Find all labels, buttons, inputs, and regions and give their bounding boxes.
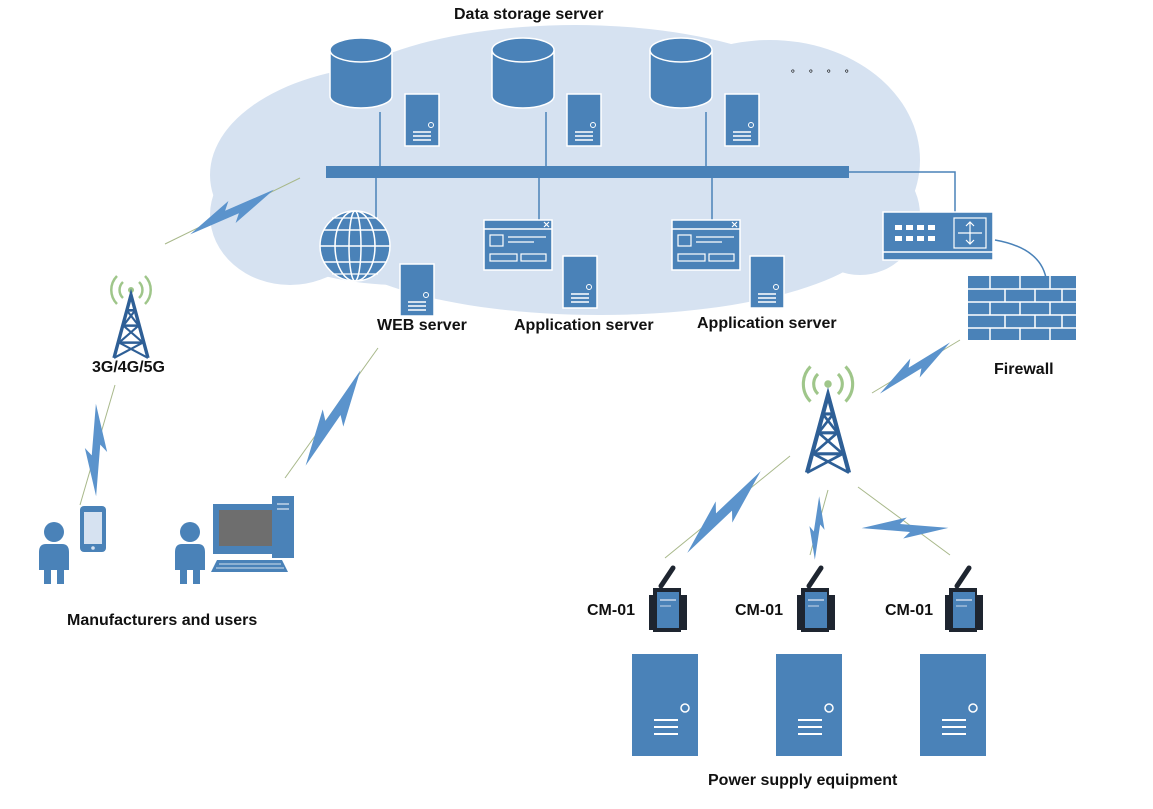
firewall-label: Firewall xyxy=(994,361,1054,378)
cm01-modem-icon xyxy=(797,568,835,632)
users-label: Manufacturers and users xyxy=(67,612,258,629)
ellipsis-label: ˚ ˚ ˚ ˚ xyxy=(791,68,855,83)
wireless-bolt-icon xyxy=(68,403,124,497)
server-tower-icon xyxy=(749,255,785,309)
server-tower-icon xyxy=(404,93,440,147)
server-tower-icon xyxy=(562,255,598,309)
cm01-modem-icon xyxy=(649,568,687,632)
server-tower-icon xyxy=(399,263,435,317)
server-tower-icon xyxy=(724,93,760,147)
cell-tower-icon xyxy=(807,395,849,473)
firewall-icon xyxy=(968,276,1076,340)
application-window-icon xyxy=(483,219,553,271)
desktop-computer-icon xyxy=(211,496,294,572)
cell-tower-icon xyxy=(112,293,150,360)
power-cabinet-icon xyxy=(631,653,699,757)
application-server-label: Application server xyxy=(697,315,837,332)
power-cabinet-icon xyxy=(775,653,843,757)
globe-icon xyxy=(319,210,391,282)
data-storage-label: Data storage server xyxy=(454,6,604,23)
application-window-icon xyxy=(671,219,741,271)
person-icon xyxy=(175,522,205,584)
web-server-label: WEB server xyxy=(377,317,467,334)
database-icon xyxy=(329,37,393,109)
cm01-modem-icon xyxy=(945,568,983,632)
wireless-bolt-icon xyxy=(796,496,838,560)
application-server-label: Application server xyxy=(514,317,654,334)
network-switch-icon xyxy=(882,211,994,261)
power-supply-label: Power supply equipment xyxy=(708,772,898,789)
smartphone-icon xyxy=(80,506,106,552)
network-bus xyxy=(326,112,1047,279)
database-icon xyxy=(649,37,713,109)
server-tower-icon xyxy=(566,93,602,147)
cm01-label: CM-01 xyxy=(885,602,934,619)
power-cabinet-icon xyxy=(919,653,987,757)
wireless-bolt-icon xyxy=(861,502,949,554)
cm01-label: CM-01 xyxy=(735,602,784,619)
person-icon xyxy=(39,522,69,584)
wireless-bolt-icon xyxy=(282,370,384,466)
database-icon xyxy=(491,37,555,109)
network-3g-label: 3G/4G/5G xyxy=(92,359,165,376)
cm01-label: CM-01 xyxy=(587,602,636,619)
